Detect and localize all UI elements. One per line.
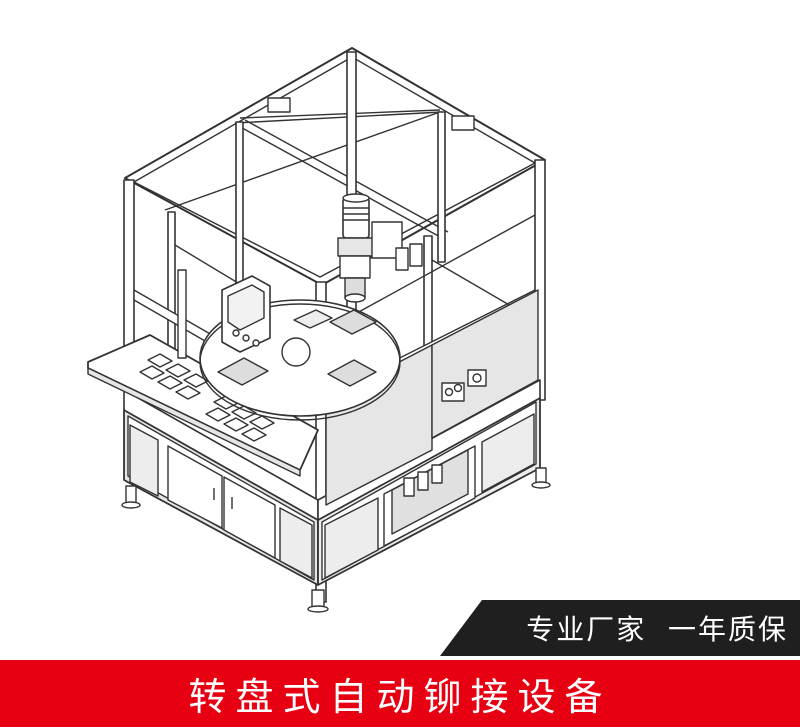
tag-text: 专业厂家 一年质保 — [526, 613, 788, 646]
hmi-panel — [221, 275, 271, 353]
title-bar: 转盘式自动铆接设备 — [0, 660, 800, 727]
upper-cabinet — [123, 289, 541, 521]
sensors — [177, 97, 475, 359]
title-text: 转盘式自动铆接设备 — [188, 675, 612, 719]
frame-top — [124, 47, 546, 286]
riveting-head — [337, 193, 423, 303]
cabinet — [121, 397, 551, 613]
tag-banner: 专业厂家 一年质保 — [440, 600, 800, 656]
